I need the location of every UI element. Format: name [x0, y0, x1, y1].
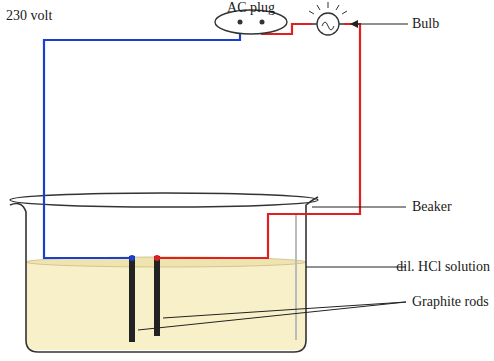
part-label: Graphite rods [412, 294, 489, 310]
leader-arrowhead [350, 20, 358, 28]
leader-line [312, 207, 406, 208]
leader-line [306, 267, 406, 268]
red-wire [158, 24, 360, 258]
plug-pin [260, 20, 265, 25]
part-label: Beaker [412, 199, 452, 215]
leader-line [138, 302, 406, 330]
wire-contact [129, 255, 135, 261]
plug-label: AC plug [227, 0, 275, 16]
hcl-solution [26, 262, 306, 350]
blue-wire [44, 24, 240, 258]
wire-contact [154, 255, 160, 261]
leader-line [352, 24, 408, 25]
part-label: dil. HCl solution [396, 259, 490, 275]
plug-pin [238, 20, 243, 25]
beaker-glare [295, 215, 297, 340]
beaker-outline [10, 197, 318, 352]
voltage-label: 230 volt [6, 8, 52, 24]
graphite-rod [154, 256, 160, 336]
bulb-symbol [309, 2, 347, 35]
leader-line [163, 302, 406, 318]
part-label: Bulb [412, 16, 439, 32]
graphite-rod [129, 256, 135, 342]
beaker-rim [10, 193, 318, 207]
